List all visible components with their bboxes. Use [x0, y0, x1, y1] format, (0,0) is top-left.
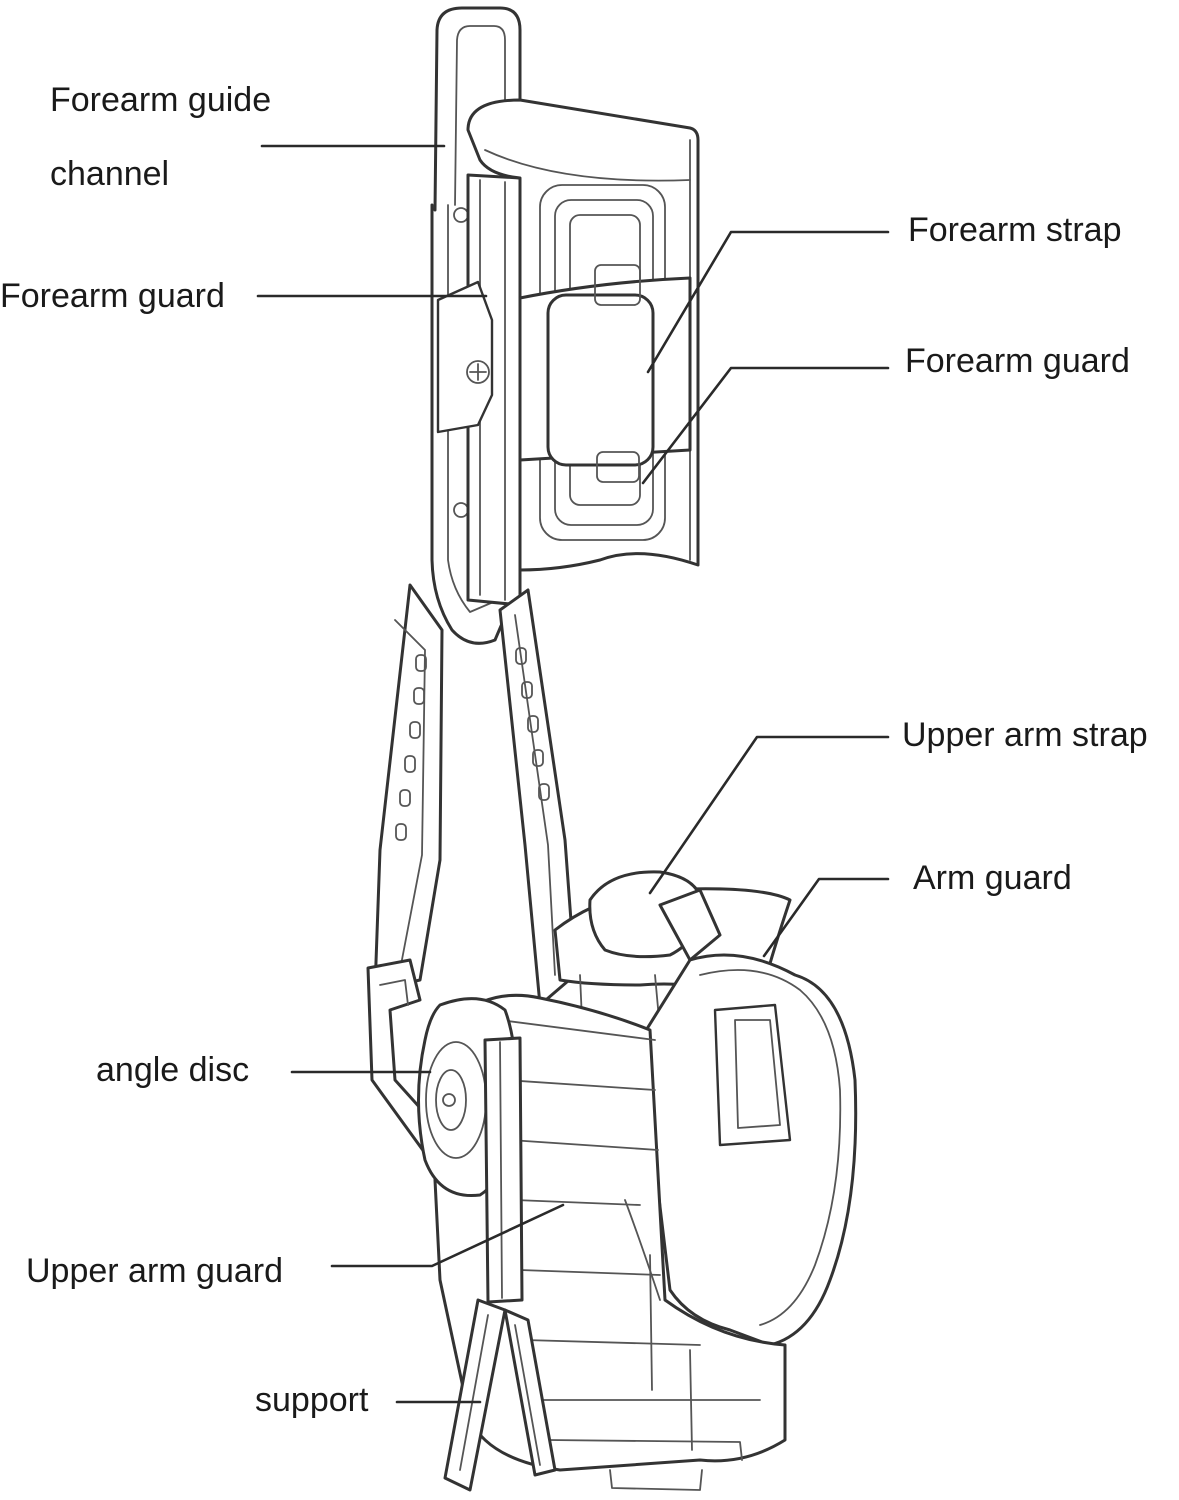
leader-upper-arm-guard: [330, 1203, 565, 1268]
label-forearm-guard-right: Forearm guard: [905, 342, 1130, 380]
support-stand: [443, 1298, 557, 1492]
label-upper-arm-strap: Upper arm strap: [902, 716, 1148, 754]
label-arm-guard: Arm guard: [913, 859, 1072, 897]
label-forearm-guard-left: Forearm guard: [0, 277, 225, 315]
label-upper-arm-guard: Upper arm guard: [26, 1252, 284, 1290]
label-forearm-strap: Forearm strap: [908, 211, 1122, 249]
label-support: support: [255, 1381, 369, 1419]
forearm-strap-part: [518, 264, 692, 483]
label-forearm-guide-channel-line1: Forearm guide: [50, 81, 272, 119]
leader-forearm-guard-right: [641, 366, 890, 485]
arm-guard-part: [638, 953, 858, 1347]
forearm-guard-left-part: [436, 173, 522, 607]
side-bar-left: [373, 583, 444, 992]
label-forearm-guide-channel-line2: channel: [50, 155, 170, 193]
leader-arm-guard: [762, 877, 890, 958]
leader-forearm-strap: [646, 230, 890, 374]
leader-upper-arm-strap: [648, 735, 890, 895]
label-angle-disc: angle disc: [96, 1051, 250, 1089]
hinge-side-bar: [483, 1036, 524, 1304]
